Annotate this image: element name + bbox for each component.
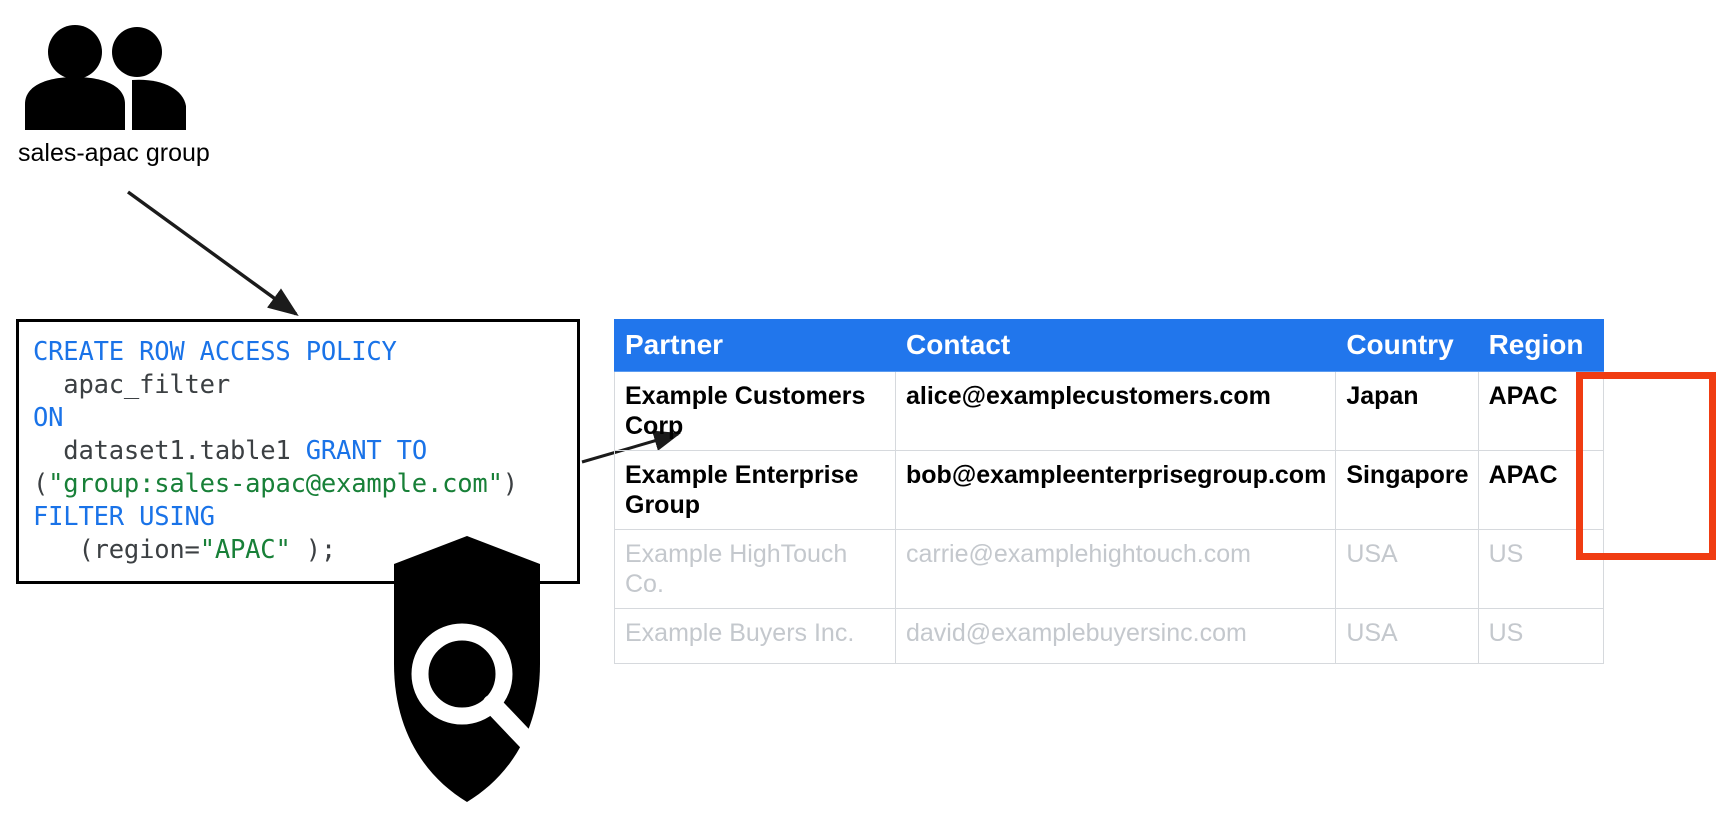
arrow-group-to-policy — [127, 190, 299, 316]
code-token: FILTER USING — [33, 502, 215, 532]
code-token: dataset1.table1 — [33, 436, 306, 466]
table-row[interactable]: Example HighTouch Co.carrie@examplehight… — [614, 529, 1604, 609]
table-cell-country: USA — [1335, 608, 1479, 664]
table-header-row: Partner Contact Country Region — [614, 319, 1604, 372]
code-token: (region= — [33, 535, 200, 565]
table-cell-region: APAC — [1477, 450, 1604, 530]
code-token: "group:sales-apac@example.com" — [48, 469, 503, 499]
table-cell-country: Japan — [1335, 371, 1479, 451]
table-cell-partner: Example HighTouch Co. — [614, 529, 896, 609]
table-row[interactable]: Example Buyers Inc.david@examplebuyersin… — [614, 608, 1604, 664]
sql-code-text: CREATE ROW ACCESS POLICY apac_filter ON … — [33, 336, 565, 567]
column-header-region[interactable]: Region — [1477, 319, 1604, 372]
code-token: ( — [33, 469, 49, 499]
table-cell-country: Singapore — [1335, 450, 1479, 530]
table-cell-contact: alice@examplecustomers.com — [894, 371, 1337, 451]
table-cell-partner: Example Enterprise Group — [614, 450, 896, 530]
group-label: sales-apac group — [18, 139, 210, 167]
table-cell-region: APAC — [1477, 371, 1604, 451]
code-token: ON — [33, 403, 64, 433]
column-header-contact[interactable]: Contact — [894, 319, 1337, 372]
table-cell-region: US — [1477, 529, 1604, 609]
code-token: "APAC" — [199, 535, 291, 565]
column-header-country[interactable]: Country — [1335, 319, 1479, 372]
table-cell-region: US — [1477, 608, 1604, 664]
table-cell-contact: bob@exampleenterprisegroup.com — [894, 450, 1337, 530]
code-token: GRANT TO — [305, 436, 427, 466]
row-access-policy-code-block: CREATE ROW ACCESS POLICY apac_filter ON … — [16, 319, 580, 584]
code-token: CREATE ROW ACCESS POLICY — [33, 337, 397, 367]
table-cell-country: USA — [1335, 529, 1479, 609]
table-cell-contact: david@examplebuyersinc.com — [894, 608, 1337, 664]
code-token: ) — [502, 469, 518, 499]
column-header-partner[interactable]: Partner — [614, 319, 896, 372]
partner-access-table: Partner Contact Country Region Example C… — [614, 319, 1604, 664]
code-token: apac_filter — [33, 370, 230, 400]
table-cell-contact: carrie@examplehightouch.com — [894, 529, 1337, 609]
table-cell-partner: Example Buyers Inc. — [614, 608, 896, 664]
table-cell-partner: Example Customers Corp — [614, 371, 896, 451]
people-group-icon — [20, 22, 200, 132]
shield-search-icon — [392, 534, 542, 814]
code-token: ); — [290, 535, 337, 565]
